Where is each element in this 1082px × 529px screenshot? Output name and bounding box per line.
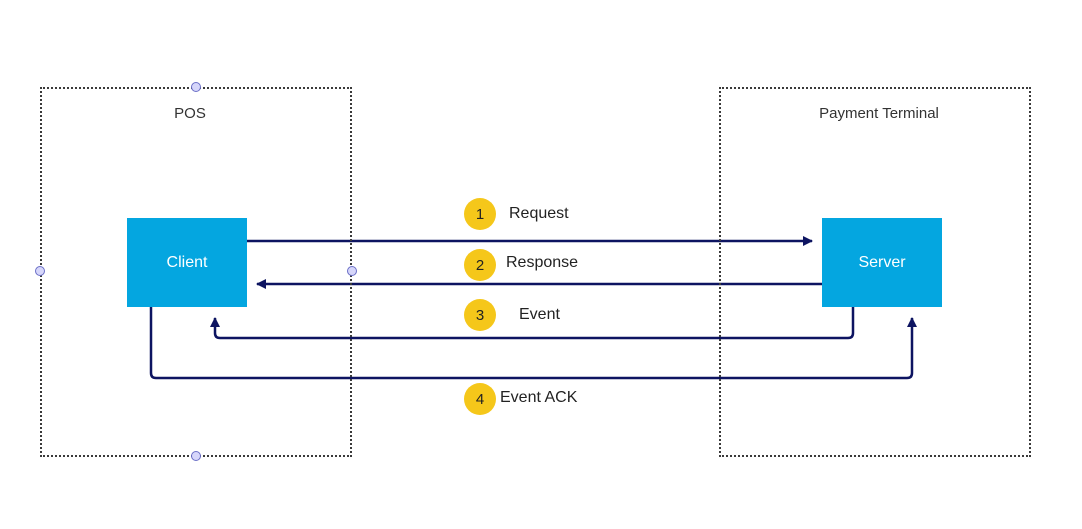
step-1-badge: 1 — [464, 198, 496, 230]
pos-group-title: POS — [174, 105, 206, 122]
client-node-label: Client — [166, 253, 208, 271]
step-2-label: Response — [506, 254, 579, 271]
step-2-badge: 2 — [464, 249, 496, 281]
payment-terminal-group[interactable]: Payment Terminal — [719, 87, 1031, 457]
step-1-label: Request — [509, 205, 569, 222]
client-node[interactable]: Client — [127, 218, 247, 307]
event-ack-arrow[interactable] — [149, 307, 917, 380]
event-arrow[interactable] — [210, 307, 855, 340]
step-3-label: Event — [519, 306, 560, 323]
resize-handle-right[interactable] — [347, 266, 357, 276]
resize-handle-top[interactable] — [191, 82, 201, 92]
step-3-badge: 3 — [464, 299, 496, 331]
resize-handle-bottom[interactable] — [191, 451, 201, 461]
server-node-label: Server — [858, 253, 906, 271]
server-node[interactable]: Server — [822, 218, 942, 307]
payment-terminal-group-title: Payment Terminal — [819, 105, 939, 122]
resize-handle-left[interactable] — [35, 266, 45, 276]
step-4-badge: 4 — [464, 383, 496, 415]
step-4-label: Event ACK — [500, 389, 578, 406]
